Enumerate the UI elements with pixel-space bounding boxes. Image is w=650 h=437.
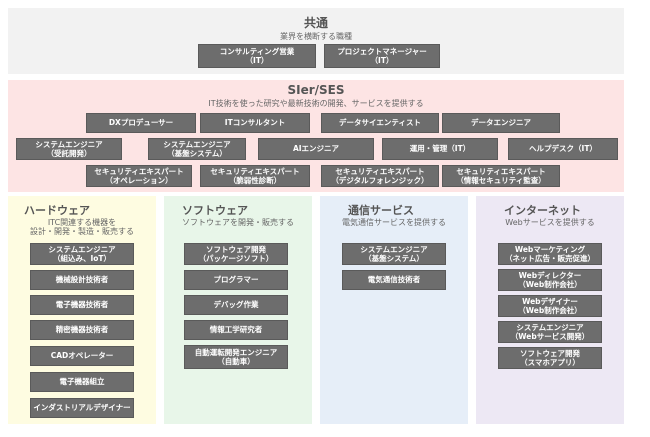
software-subtitle: ソフトウェアを開発・販売する — [182, 218, 294, 227]
hardware-subtitle-2: 設計・開発・製造・販売する — [30, 227, 134, 236]
role-se-embedded: システムエンジニア（組込み、IoT） — [30, 243, 134, 265]
role-autonomous-driving: 自動運転開発エンジニア（自動車） — [184, 345, 288, 369]
telecom-title: 通信サービス — [348, 204, 414, 217]
hardware-subtitle-1: ITC関連する機器を — [47, 218, 117, 227]
software-panel: ソフトウェア ソフトウェアを開発・販売する ソフトウェア開発（パッケージソフト）… — [164, 196, 312, 424]
role-programmer: プログラマー — [184, 270, 288, 290]
role-operations: 運用・管理（IT） — [382, 138, 498, 160]
role-electronic-assembly: 電子機器組立 — [30, 372, 134, 392]
role-debug: デバッグ作業 — [184, 295, 288, 315]
role-security-operation: セキュリティエキスパート（オペレーション） — [86, 165, 192, 187]
role-software-package: ソフトウェア開発（パッケージソフト） — [184, 243, 288, 265]
role-se-infra: システムエンジニア（基盤システム） — [148, 138, 246, 160]
role-smartphone-app: ソフトウェア開発（スマホアプリ） — [498, 347, 602, 369]
telecom-subtitle: 電気通信サービスを提供する — [342, 218, 446, 227]
internet-title: インターネット — [504, 204, 581, 217]
hardware-panel: ハードウェア ITC関連する機器を 設計・開発・製造・販売する システムエンジニ… — [8, 196, 156, 424]
role-cs-researcher: 情報工学研究者 — [184, 320, 288, 340]
role-dx-producer: DXプロデューサー — [86, 113, 196, 133]
common-title: 共通 — [303, 16, 328, 30]
role-web-director: Webディレクター（Web制作会社） — [498, 269, 602, 291]
common-subtitle: 業界を横断する職種 — [280, 32, 352, 41]
role-industrial-designer: インダストリアルデザイナー — [30, 398, 134, 418]
role-precision-equipment: 精密機器技術者 — [30, 320, 134, 340]
telecom-panel: 通信サービス 電気通信サービスを提供する システムエンジニア（基盤システム） 電… — [320, 196, 468, 424]
role-security-audit: セキュリティエキスパート（情報セキュリティ監査） — [442, 165, 560, 187]
role-it-consultant: ITコンサルタント — [200, 113, 310, 133]
hardware-title: ハードウェア — [24, 204, 90, 217]
role-cad-operator: CADオペレーター — [30, 346, 134, 366]
role-data-scientist: データサイエンティスト — [321, 113, 439, 133]
role-project-manager: プロジェクトマネージャー（IT） — [324, 44, 440, 68]
role-web-designer: Webデザイナー（Web制作会社） — [498, 295, 602, 317]
sier-panel: SIer/SES IT技術を使った研究や最新技術の開発、サービスを提供する DX… — [8, 80, 624, 192]
role-se-telecom-infra: システムエンジニア（基盤システム） — [342, 243, 446, 265]
role-security-vulnerability: セキュリティエキスパート（脆弱性診断） — [200, 165, 310, 187]
common-panel: 共通 業界を横断する職種 コンサルティング営業（IT） プロジェクトマネージャー… — [8, 8, 624, 74]
role-ai-engineer: AIエンジニア — [258, 138, 374, 160]
role-telecom-engineer: 電気通信技術者 — [342, 270, 446, 290]
role-electronic-equipment: 電子機器技術者 — [30, 295, 134, 315]
sier-title: SIer/SES — [287, 83, 345, 97]
role-security-forensics: セキュリティエキスパート（デジタルフォレンジック） — [321, 165, 439, 187]
software-title: ソフトウェア — [182, 204, 248, 217]
role-consulting-sales: コンサルティング営業（IT） — [198, 44, 316, 68]
internet-subtitle: Webサービスを提供する — [505, 218, 595, 227]
role-mechanical-design: 機械設計技術者 — [30, 270, 134, 290]
internet-panel: インターネット Webサービスを提供する Webマーケティング（ネット広告・販売… — [476, 196, 624, 424]
sier-subtitle: IT技術を使った研究や最新技術の開発、サービスを提供する — [208, 99, 424, 108]
role-web-marketing: Webマーケティング（ネット広告・販売促進） — [498, 243, 602, 265]
role-data-engineer: データエンジニア — [442, 113, 560, 133]
role-se-contract: システムエンジニア（受託開発） — [16, 138, 122, 160]
role-helpdesk: ヘルプデスク（IT） — [508, 138, 618, 160]
role-se-web-service: システムエンジニア（Webサービス開発） — [498, 321, 602, 343]
